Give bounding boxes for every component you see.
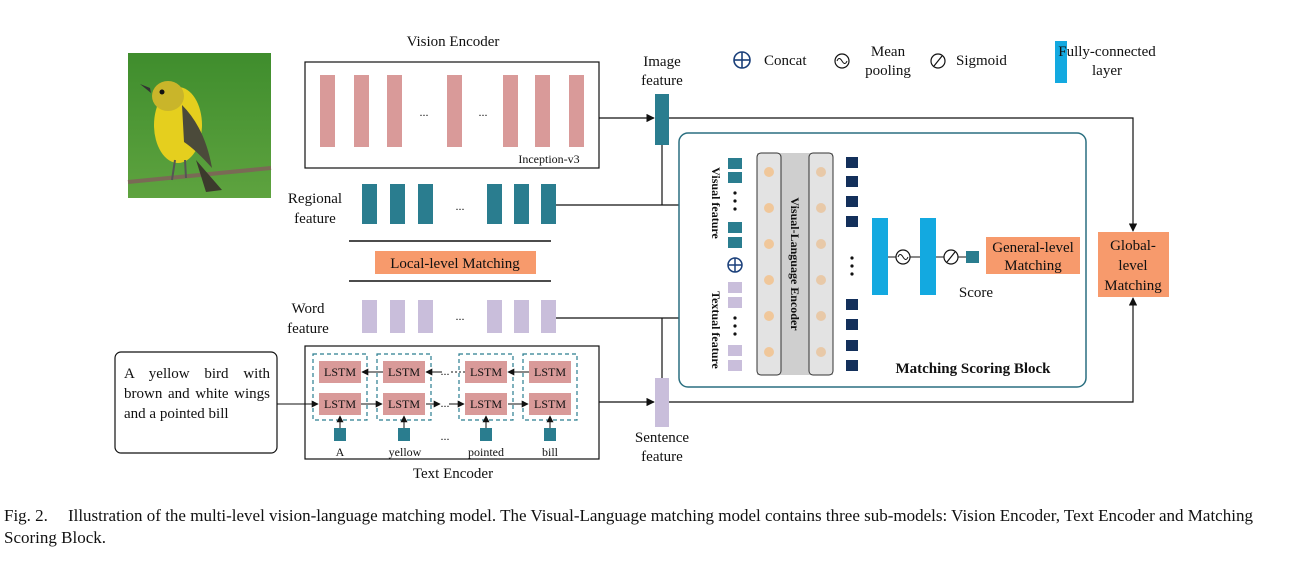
vision-encoder-title: Vision Encoder bbox=[407, 34, 500, 50]
lstm-label: LSTM bbox=[534, 397, 566, 411]
visual-feature-label: Visual feature bbox=[709, 167, 723, 239]
vl-encoder-nodes bbox=[764, 167, 774, 357]
vision-ellipsis-1: ... bbox=[420, 105, 429, 119]
fc-layer-1 bbox=[872, 218, 888, 295]
word-A: A bbox=[336, 445, 345, 459]
regional-feature-label-1: Regional bbox=[288, 191, 342, 207]
vision-ellipsis-2: ... bbox=[479, 105, 488, 119]
figure-caption: Fig. 2.Illustration of the multi-level v… bbox=[4, 505, 1289, 549]
score-cell bbox=[966, 251, 979, 263]
legend-concat: Concat bbox=[764, 53, 807, 69]
textual-feature-tokens bbox=[728, 282, 742, 371]
local-matching-box bbox=[375, 251, 536, 274]
bird-photo bbox=[127, 53, 272, 198]
legend-fc-1: Fully-connected bbox=[1058, 44, 1156, 60]
sigmoid-op bbox=[943, 249, 959, 265]
lstm-label: LSTM bbox=[388, 397, 420, 411]
vl-encoder-label: Visual-Language Encoder bbox=[788, 197, 802, 331]
lstm-label: LSTM bbox=[470, 365, 502, 379]
legend-mean-pooling-2: pooling bbox=[865, 63, 911, 79]
word-inputs bbox=[334, 415, 556, 441]
general-matching-label-1: General-level bbox=[992, 240, 1074, 256]
lstm-label: LSTM bbox=[534, 365, 566, 379]
inception-label: Inception-v3 bbox=[518, 152, 579, 166]
word-ellipsis: ... bbox=[456, 309, 465, 323]
query-box bbox=[114, 351, 278, 454]
word-feature-label-1: Word bbox=[292, 301, 325, 317]
sentence-feature-label-2: feature bbox=[641, 449, 683, 465]
lstm-label: LSTM bbox=[388, 365, 420, 379]
score-label: Score bbox=[959, 285, 993, 301]
text-encoder-title: Text Encoder bbox=[413, 466, 493, 482]
lstm-cells bbox=[319, 361, 571, 415]
visual-feature-tokens bbox=[728, 158, 742, 248]
concat-legend-icon bbox=[733, 51, 751, 69]
global-matching-label-3: Matching bbox=[1104, 278, 1162, 294]
image-feature-label-1: Image bbox=[643, 54, 681, 70]
lstm-arrows bbox=[277, 368, 529, 408]
mean-pooling-op bbox=[895, 249, 911, 265]
word-feature-label-2: feature bbox=[287, 321, 329, 337]
image-feature-label-2: feature bbox=[641, 73, 683, 89]
fc-legend-swatch bbox=[1055, 41, 1067, 83]
sentence-feature-vector bbox=[655, 378, 669, 427]
legend: Concat Mean pooling Sigmoid Fully-connec… bbox=[733, 41, 1156, 83]
vl-encoder-right-column bbox=[808, 152, 834, 376]
word-bill: bill bbox=[542, 445, 559, 459]
lstm-ellipsis-top: ... bbox=[441, 364, 450, 378]
vl-encoder-left-column bbox=[756, 152, 782, 376]
legend-sigmoid: Sigmoid bbox=[956, 53, 1007, 69]
image-feature-vector bbox=[655, 94, 669, 145]
regional-feature-bars bbox=[362, 184, 556, 224]
words-ellipsis: ... bbox=[441, 429, 450, 443]
lstm-labels: LSTM LSTM LSTM LSTM LSTM LSTM LSTM LSTM bbox=[324, 365, 566, 411]
sigmoid-legend-icon bbox=[930, 53, 946, 69]
mean-pooling-legend-icon bbox=[834, 53, 850, 69]
regional-feature-label-2: feature bbox=[294, 211, 336, 227]
scoring-block-title: Matching Scoring Block bbox=[895, 361, 1051, 377]
general-matching-box bbox=[986, 237, 1080, 274]
caption-text: Illustration of the multi-level vision-l… bbox=[4, 506, 1253, 547]
legend-mean-pooling-1: Mean bbox=[871, 44, 906, 60]
vision-encoder-box bbox=[304, 61, 600, 169]
fc-layer-2 bbox=[920, 218, 936, 295]
word-feature-bars bbox=[362, 300, 556, 333]
word-yellow: yellow bbox=[389, 445, 422, 459]
legend-fc-2: layer bbox=[1092, 63, 1122, 79]
encoder-output-tokens bbox=[846, 157, 858, 371]
lstm-label: LSTM bbox=[324, 365, 356, 379]
lstm-label: LSTM bbox=[324, 397, 356, 411]
sentence-feature-label-1: Sentence bbox=[635, 430, 689, 446]
figure-number: Fig. 2. bbox=[4, 506, 48, 525]
word-pointed: pointed bbox=[468, 445, 504, 459]
global-matching-box bbox=[1098, 232, 1169, 297]
lstm-label: LSTM bbox=[470, 397, 502, 411]
global-matching-label-2: level bbox=[1118, 258, 1147, 274]
local-matching-label: Local-level Matching bbox=[390, 256, 520, 272]
global-matching-label-1: Global- bbox=[1110, 238, 1156, 254]
concat-icon bbox=[727, 257, 743, 273]
lstm-ellipsis-bottom: ... bbox=[441, 396, 450, 410]
textual-feature-label: Textual feature bbox=[709, 291, 723, 369]
query-text: A yellow bird with brown and white wings… bbox=[124, 366, 270, 422]
regional-ellipsis: ... bbox=[456, 199, 465, 213]
general-matching-label-2: Matching bbox=[1004, 258, 1062, 274]
vision-encoder-bars bbox=[320, 75, 584, 147]
